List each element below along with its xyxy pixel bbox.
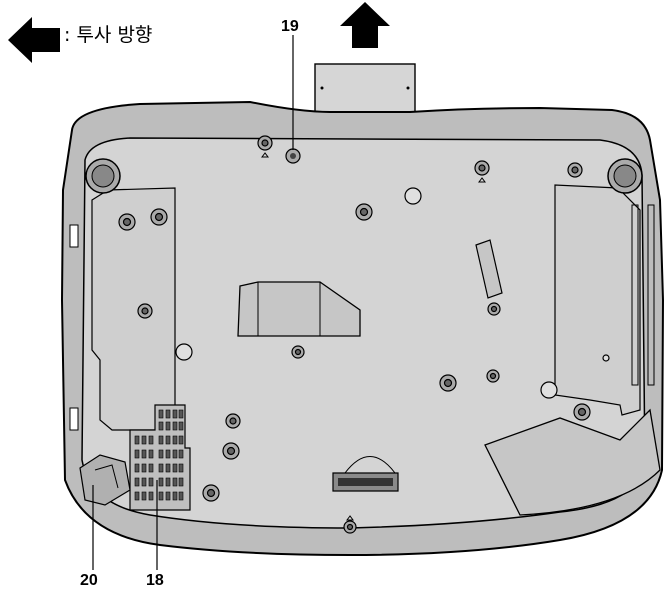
front-left-foot (85, 158, 121, 194)
front-right-foot (607, 158, 643, 194)
base-plate (81, 137, 646, 529)
callout-18: 18 (146, 572, 164, 589)
legend-label: : 투사 방향 (64, 24, 153, 46)
legend-direction-arrow-icon (8, 17, 60, 63)
callout-19: 19 (281, 18, 299, 35)
screw-holes (118, 135, 591, 534)
screw-hole-19 (285, 148, 301, 164)
callout-20: 20 (80, 572, 98, 589)
lens-mount (314, 63, 416, 115)
air-filter-vents (129, 404, 191, 511)
right-panel (554, 184, 641, 416)
leader-lines (92, 35, 294, 570)
left-panel (91, 187, 176, 431)
projection-direction-arrow-icon (340, 2, 390, 48)
